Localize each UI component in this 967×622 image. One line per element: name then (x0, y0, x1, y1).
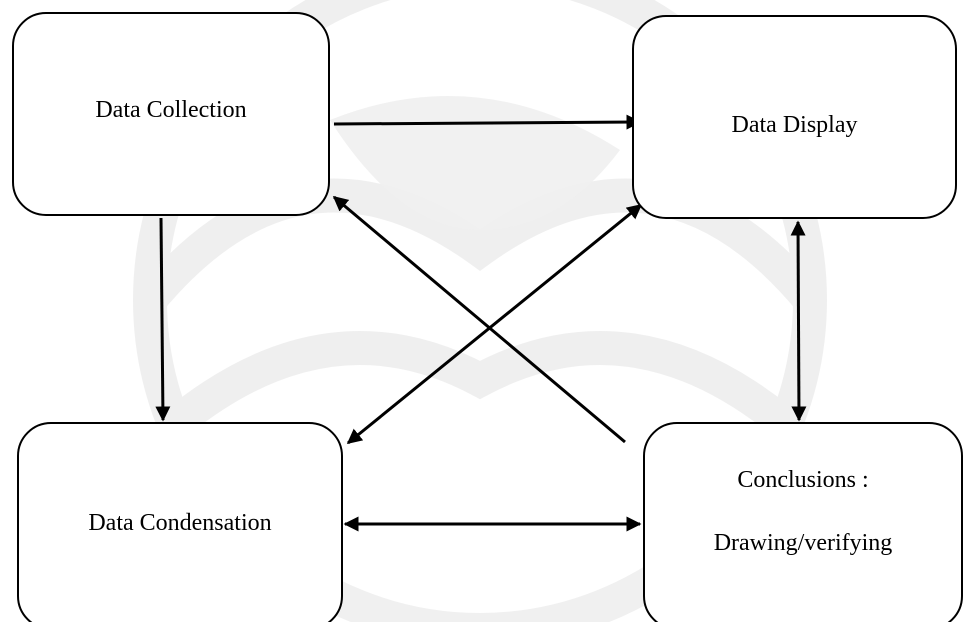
edge-collection-to-display (333, 114, 642, 130)
node-data-collection: Data Collection (12, 12, 330, 216)
edge-display-conclusions (790, 220, 807, 422)
edge-condensation-display (346, 203, 643, 445)
edge-conclusions-to-collection (332, 195, 626, 444)
node-data-condensation-label: Data Condensation (88, 509, 272, 536)
edge-collection-to-condensation (155, 217, 171, 422)
node-conclusions-line2: Drawing/verifying (713, 530, 893, 556)
node-data-collection-label: Data Collection (95, 96, 247, 123)
node-data-display-label: Data Display (731, 111, 858, 138)
node-conclusions: Conclusions : Drawing/verifying (643, 422, 963, 622)
node-data-condensation: Data Condensation (17, 422, 343, 622)
node-conclusions-line1: Conclusions : (737, 467, 869, 494)
node-data-display: Data Display (632, 15, 957, 219)
